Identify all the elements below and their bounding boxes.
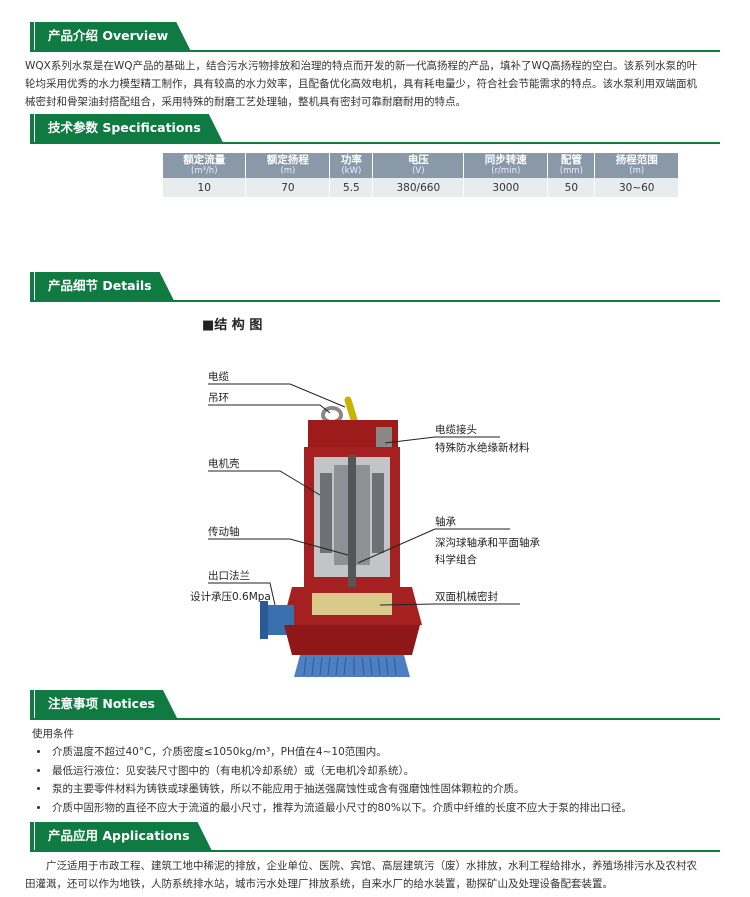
section-title-notices: 注意事项 Notices: [35, 690, 177, 718]
header-accent-bar: [30, 272, 34, 302]
label-cable-joint: 电缆接头: [435, 423, 477, 436]
spec-cell: 3000: [463, 178, 549, 197]
spec-cell: 10: [163, 178, 247, 197]
notice-list: 介质温度不超过40°C，介质密度≤1050kg/m³，PH值在4~10范围内。 …: [32, 743, 730, 817]
spec-cell: 30~60: [594, 178, 678, 197]
label-bearing-desc-1: 深沟球轴承和平面轴承: [435, 536, 540, 549]
section-header-specifications: 技术参数 Specifications: [30, 114, 720, 144]
header-accent-bar: [30, 690, 34, 720]
pump-structure-diagram: ■结 构 图: [180, 305, 580, 685]
section-title-overview: 产品介绍 Overview: [35, 22, 190, 50]
spec-col-header: 扬程范围(m): [594, 153, 678, 178]
spec-col-header: 电压(V): [372, 153, 465, 178]
header-underline: [30, 50, 720, 52]
overview-text: WQX系列水泵是在WQ产品的基础上，结合污水污物排放和治理的特点而开发的新一代高…: [25, 60, 698, 108]
section-title-applications: 产品应用 Applications: [35, 822, 212, 850]
spec-cell: 70: [245, 178, 331, 197]
label-seal: 双面机械密封: [435, 590, 498, 603]
pump-illustration: [260, 396, 422, 677]
section-title-details: 产品细节 Details: [35, 272, 174, 300]
diagram-title: ■结 构 图: [202, 317, 262, 333]
header-accent-bar: [30, 114, 34, 144]
label-bearing: 轴承: [435, 515, 456, 528]
list-item: 介质中固形物的直径不应大于流道的最小尺寸，推荐为流道最小尺寸的80%以下。介质中…: [50, 799, 730, 818]
section-header-notices: 注意事项 Notices: [30, 690, 720, 720]
list-item: 介质温度不超过40°C，介质密度≤1050kg/m³，PH值在4~10范围内。: [50, 743, 730, 762]
spec-col-header: 额定流量(m³/h): [163, 153, 247, 178]
spec-cell: 380/660: [372, 178, 465, 197]
applications-text: 广泛适用于市政工程、建筑工地中稀泥的排放，企业单位、医院、宾馆、高层建筑污（废）…: [25, 860, 697, 890]
section-header-applications: 产品应用 Applications: [30, 822, 720, 852]
header-underline: [30, 300, 720, 302]
usage-conditions-title: 使用条件: [32, 728, 74, 740]
section-header-details: 产品细节 Details: [30, 272, 720, 302]
label-shaft: 传动轴: [208, 525, 240, 538]
label-cable-joint-desc: 特殊防水绝缘新材料: [435, 441, 530, 454]
header-underline: [30, 142, 720, 144]
spec-col-header: 配管(mm): [547, 153, 596, 178]
spec-table: 额定流量(m³/h) 额定扬程(m) 功率(kW) 电压(V) 同步转速(r/m…: [163, 153, 678, 197]
table-row: 10 70 5.5 380/660 3000 50 30~60: [163, 178, 678, 197]
list-item: 最低运行液位：见安装尺寸图中的（有电机冷却系统）或（无电机冷却系统）。: [50, 762, 730, 781]
header-accent-bar: [30, 822, 34, 852]
label-pressure: 设计承压0.6Mpa: [190, 590, 271, 603]
label-cable: 电缆: [208, 370, 229, 383]
label-bearing-desc-2: 科学组合: [435, 553, 477, 566]
label-outlet-flange: 出口法兰: [208, 569, 250, 582]
section-header-overview: 产品介绍 Overview: [30, 22, 720, 52]
spec-cell: 5.5: [329, 178, 374, 197]
header-accent-bar: [30, 22, 34, 52]
spec-cell: 50: [547, 178, 596, 197]
list-item: 泵的主要零件材料为铸铁或球墨铸铁，所以不能应用于抽送强腐蚀性或含有强磨蚀性固体颗…: [50, 780, 730, 799]
spec-col-header: 额定扬程(m): [245, 153, 331, 178]
spec-col-header: 功率(kW): [329, 153, 374, 178]
spec-header-row: 额定流量(m³/h) 额定扬程(m) 功率(kW) 电压(V) 同步转速(r/m…: [163, 153, 678, 178]
label-lifting-ring: 吊环: [208, 392, 229, 404]
header-underline: [30, 718, 720, 720]
header-underline: [30, 850, 720, 852]
spec-col-header: 同步转速(r/min): [463, 153, 549, 178]
section-title-specifications: 技术参数 Specifications: [35, 114, 223, 142]
label-motor-housing: 电机壳: [208, 457, 240, 470]
